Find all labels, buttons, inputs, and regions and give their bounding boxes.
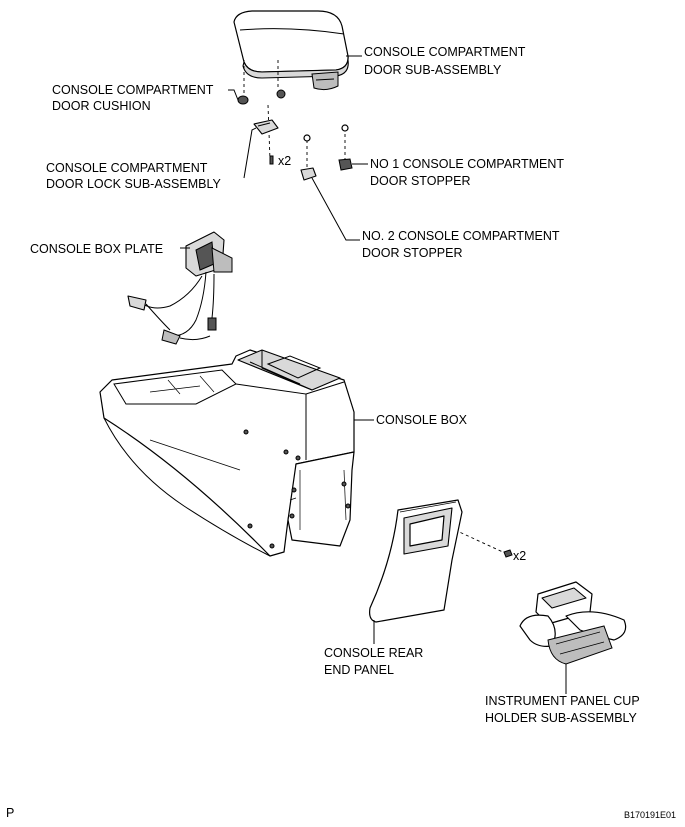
figure-id: B170191E01	[624, 810, 676, 820]
console-rear-end-panel-part	[369, 499, 463, 623]
lock-screw-quantity: x2	[278, 154, 291, 168]
console-box-plate-part	[127, 231, 233, 345]
svg-text:END PANEL: END PANEL	[324, 663, 394, 677]
label-rear-end-panel: CONSOLE REAR END PANEL	[324, 646, 423, 677]
console-compartment-door-part	[233, 10, 349, 91]
svg-text:NO 1 CONSOLE COMPARTMENT: NO 1 CONSOLE COMPARTMENT	[370, 157, 564, 171]
leader-lines	[180, 55, 567, 694]
svg-text:INSTRUMENT PANEL CUP: INSTRUMENT PANEL CUP	[485, 694, 640, 708]
svg-text:CONSOLE REAR: CONSOLE REAR	[324, 646, 423, 660]
svg-text:CONSOLE COMPARTMENT: CONSOLE COMPARTMENT	[52, 83, 214, 97]
label-box-plate: CONSOLE BOX PLATE	[30, 242, 163, 256]
svg-text:DOOR CUSHION: DOOR CUSHION	[52, 99, 151, 113]
label-door-lock: CONSOLE COMPARTMENT DOOR LOCK SUB-ASSEMB…	[46, 161, 221, 191]
lock-screw-part	[269, 155, 274, 165]
label-stopper-1: NO 1 CONSOLE COMPARTMENT DOOR STOPPER	[370, 157, 564, 188]
footer-left-mark: P	[6, 806, 14, 820]
panel-clip-part	[503, 549, 513, 558]
svg-text:HOLDER SUB-ASSEMBLY: HOLDER SUB-ASSEMBLY	[485, 711, 638, 725]
label-cup-holder: INSTRUMENT PANEL CUP HOLDER SUB-ASSEMBLY	[485, 694, 640, 725]
label-stopper-2: NO. 2 CONSOLE COMPARTMENT DOOR STOPPER	[362, 229, 560, 260]
svg-text:DOOR LOCK SUB-ASSEMBLY: DOOR LOCK SUB-ASSEMBLY	[46, 177, 221, 191]
no1-stopper-part	[338, 158, 353, 171]
console-box-part	[99, 349, 355, 557]
label-door-cushion: CONSOLE COMPARTMENT DOOR CUSHION	[52, 83, 214, 113]
stopper-screws	[303, 124, 349, 142]
cup-holder-part	[519, 581, 627, 665]
svg-text:NO. 2 CONSOLE COMPARTMENT: NO. 2 CONSOLE COMPARTMENT	[362, 229, 560, 243]
svg-text:DOOR STOPPER: DOOR STOPPER	[370, 174, 470, 188]
no2-stopper-part	[300, 167, 317, 181]
svg-text:DOOR STOPPER: DOOR STOPPER	[362, 246, 462, 260]
panel-clip-quantity: x2	[513, 549, 526, 563]
door-cushion-part	[237, 89, 286, 105]
label-door-sub-assembly: CONSOLE COMPARTMENT DOOR SUB-ASSEMBLY	[364, 45, 526, 77]
svg-text:DOOR SUB-ASSEMBLY: DOOR SUB-ASSEMBLY	[364, 63, 502, 77]
svg-text:CONSOLE COMPARTMENT: CONSOLE COMPARTMENT	[46, 161, 208, 175]
label-console-box: CONSOLE BOX	[376, 413, 468, 427]
svg-text:CONSOLE COMPARTMENT: CONSOLE COMPARTMENT	[364, 45, 526, 59]
door-lock-part	[253, 119, 279, 135]
